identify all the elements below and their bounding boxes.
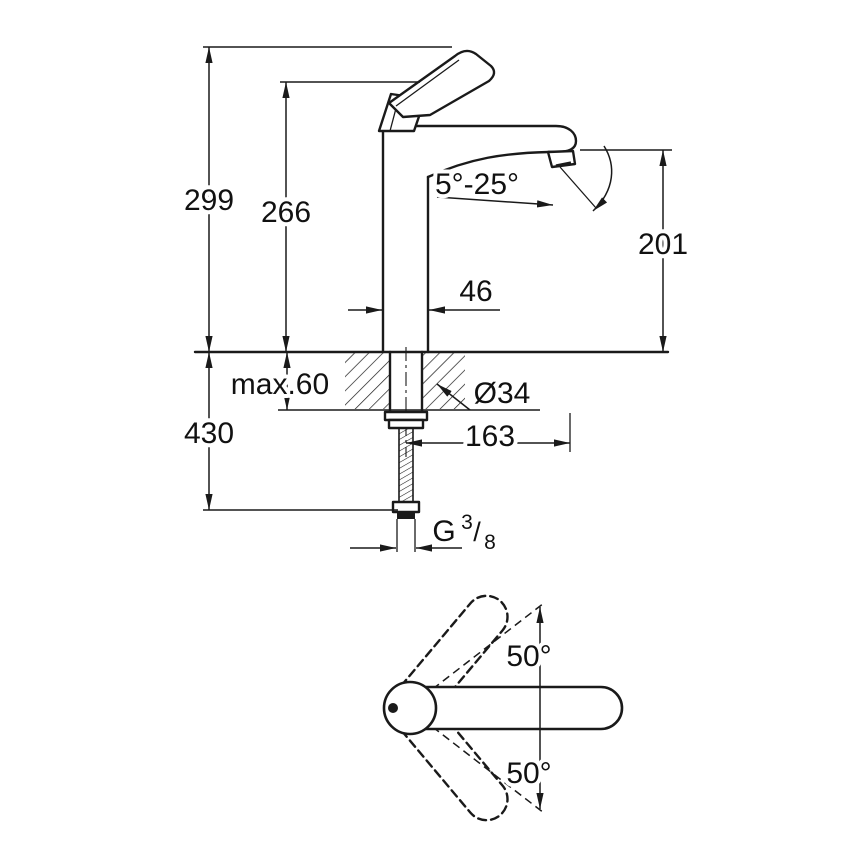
leader-hole-diameter (436, 383, 471, 411)
spout-underside (426, 150, 551, 179)
dim-swivel-upper-label: 50° (506, 640, 551, 673)
stream-direction-line (559, 166, 597, 209)
deck-hatch-left (345, 353, 390, 409)
threaded-rod (398, 427, 414, 503)
arc-arrow-spout-angle (592, 145, 613, 212)
thread-denominator-label: 8 (484, 531, 496, 554)
top-view: 50° 50° (382, 594, 624, 822)
side-view: 299 266 5°-25° 201 46 max.60 Ø34 430 163… (180, 46, 692, 558)
dim-body-width-label: 46 (459, 275, 492, 308)
dim-supply-length-label: 430 (184, 417, 234, 450)
leader-angle-range (436, 196, 554, 208)
thread-slash-label: / (473, 517, 481, 547)
cartridge-marker (388, 703, 398, 713)
dim-overall-height-label: 299 (184, 184, 234, 217)
thread-size-label: G 3 / 8 (428, 507, 500, 558)
dim-spout-reach-label: 163 (465, 420, 515, 453)
body-top-view (382, 680, 438, 736)
mounting-locknut (387, 418, 425, 430)
dim-hole-diameter-label: Ø34 (474, 377, 531, 410)
ext-line-thread (396, 519, 416, 552)
dim-deck-thickness-label: max.60 (231, 368, 329, 401)
shank-tube (388, 350, 424, 414)
dim-angle-range-label: 5°-25° (435, 168, 519, 201)
thread-numerator-label: 3 (461, 511, 473, 534)
dim-outlet-height-label: 201 (638, 228, 688, 261)
dim-handle-height-label: 266 (261, 196, 311, 229)
lever-blade-crease (395, 59, 460, 107)
thread-prefix-label: G (432, 515, 455, 548)
dim-swivel-lower-label: 50° (506, 757, 551, 790)
spout-top-outline (410, 124, 578, 154)
aerator-outlet (555, 161, 572, 168)
lever-blade (387, 49, 496, 119)
supply-connector-nut (397, 512, 415, 519)
